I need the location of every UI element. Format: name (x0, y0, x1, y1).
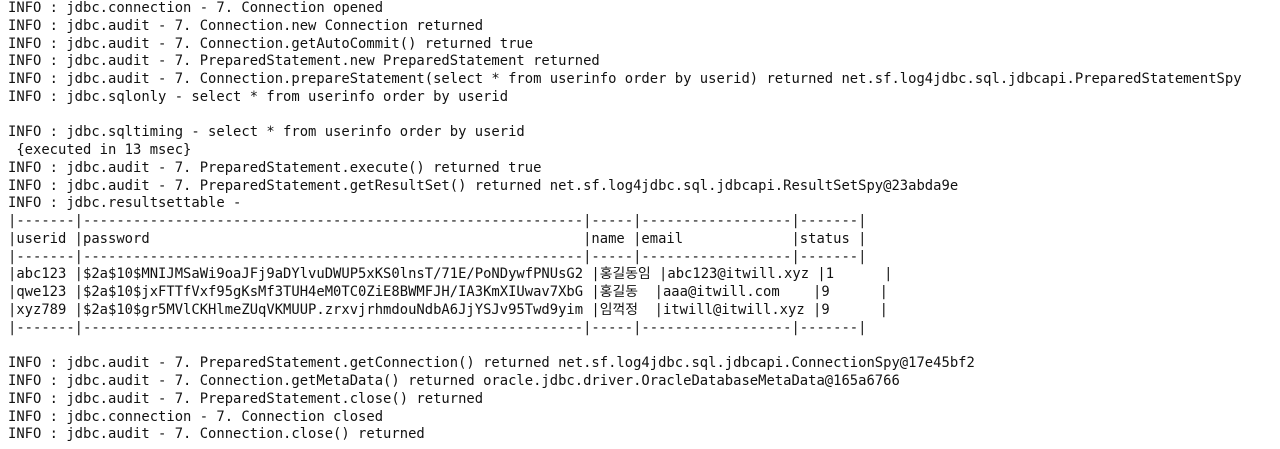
log-line: INFO : jdbc.audit - 7. PreparedStatement… (8, 53, 600, 70)
log-line: INFO : jdbc.connection - 7. Connection o… (8, 0, 384, 16)
result-table-border: |-------|-------------------------------… (8, 213, 867, 230)
result-table-row: |xyz789 |$2a$10$gr5MVlCKHlmeZUqVKMUUP.zr… (8, 302, 889, 319)
log-line: INFO : jdbc.audit - 7. PreparedStatement… (8, 355, 975, 372)
log-line: INFO : jdbc.audit - 7. PreparedStatement… (8, 177, 959, 194)
result-table-header: |userid |password |name |email |status | (8, 230, 867, 247)
blank-line (8, 107, 1280, 125)
result-table-row: |abc123 |$2a$10$MNIJMSaWi9oaJFj9aDYlvuDW… (8, 266, 893, 283)
blank-line (8, 338, 1280, 356)
log-line: INFO : jdbc.audit - 7. Connection.close(… (8, 426, 425, 443)
log-line: INFO : jdbc.audit - 7. Connection.getAut… (8, 35, 534, 52)
log-line: INFO : jdbc.resultsettable - (8, 195, 242, 212)
log-line: INFO : jdbc.sqlonly - select * from user… (8, 88, 509, 105)
log-line: INFO : jdbc.audit - 7. PreparedStatement… (8, 159, 542, 176)
log-line: INFO : jdbc.connection - 7. Connection c… (8, 408, 384, 425)
log-line: INFO : jdbc.audit - 7. Connection.getMet… (8, 373, 900, 390)
log-line: INFO : jdbc.audit - 7. PreparedStatement… (8, 390, 484, 407)
log-line: INFO : jdbc.sqltiming - select * from us… (8, 124, 525, 141)
result-table-row: |qwe123 |$2a$10$jxFTTfVxf95gKsMf3TUH4eM0… (8, 284, 889, 301)
log-line: {executed in 13 msec} (8, 142, 192, 159)
result-table-border: |-------|-------------------------------… (8, 319, 867, 336)
result-table-border: |-------|-------------------------------… (8, 248, 867, 265)
log-line: INFO : jdbc.audit - 7. Connection.new Co… (8, 17, 484, 34)
log-line: INFO : jdbc.audit - 7. Connection.prepar… (8, 71, 1242, 88)
